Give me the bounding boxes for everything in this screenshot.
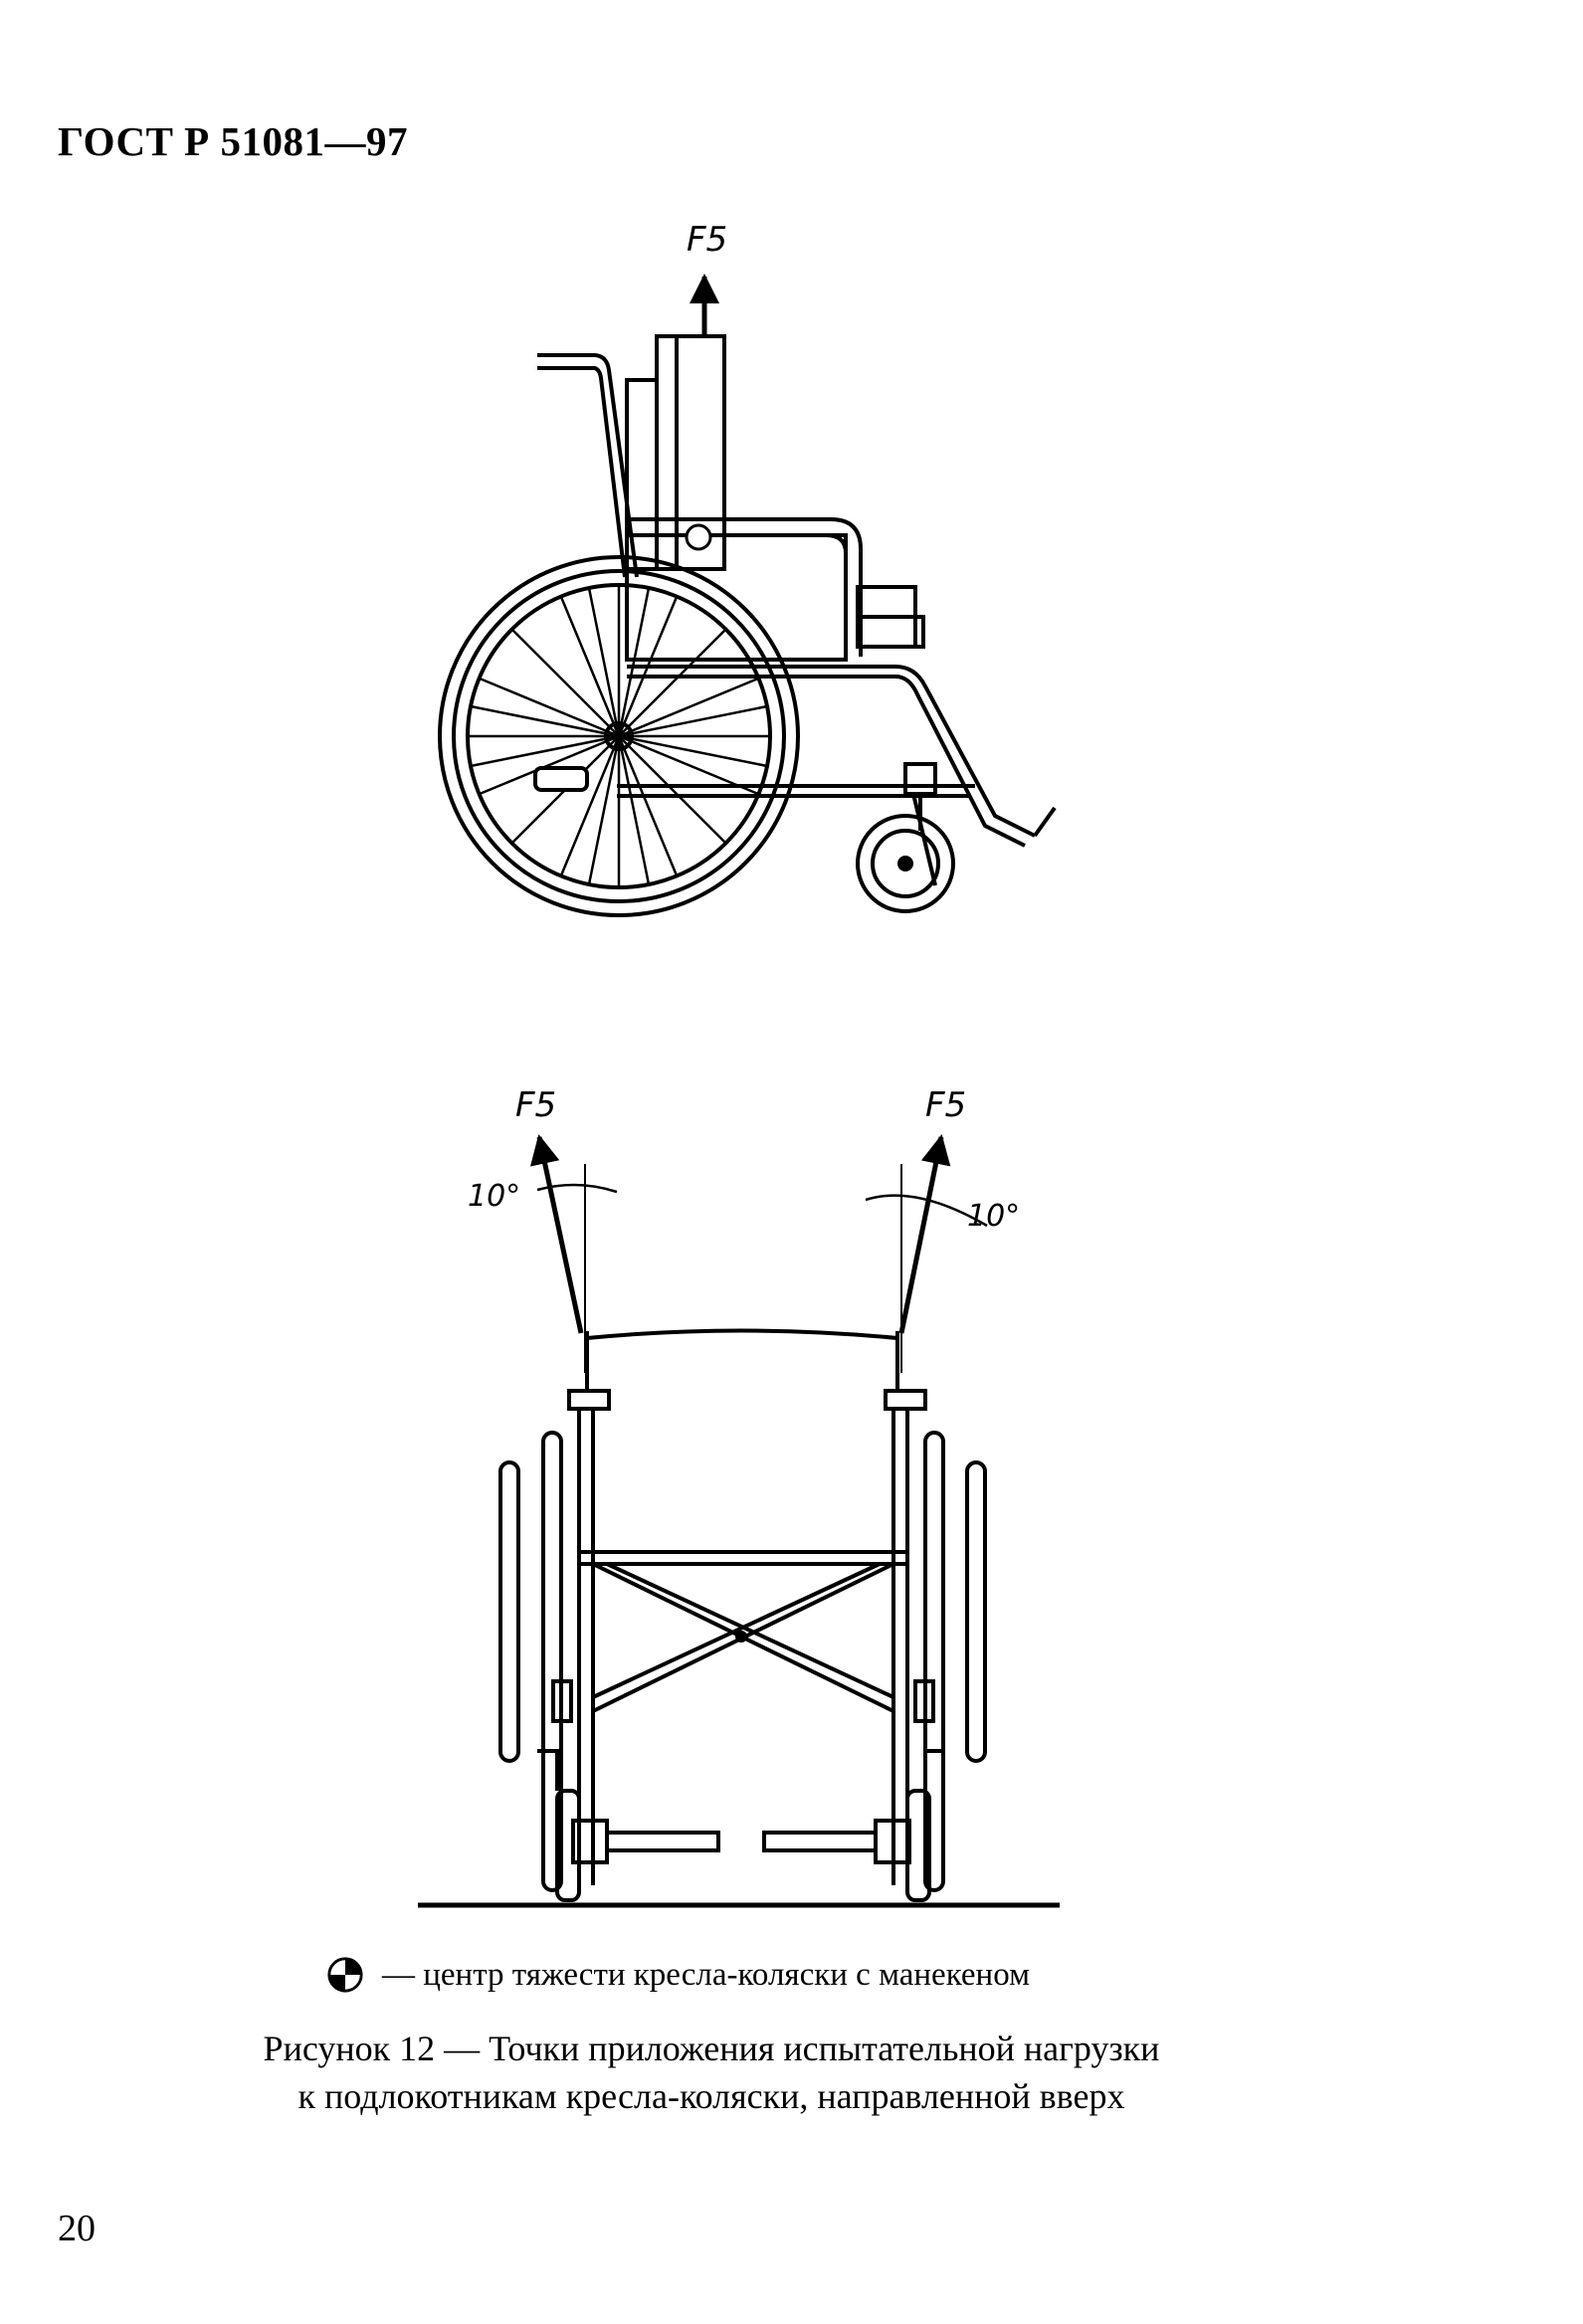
force-label-right: F5 <box>925 1085 966 1125</box>
caption-line-2: к подлокотникам кресла-коляски, направле… <box>297 2076 1125 2116</box>
center-of-gravity-icon <box>327 1957 363 1993</box>
page-number: 20 <box>58 2208 96 2249</box>
legend: — центр тяжести кресла-коляски с манекен… <box>326 1956 1030 1994</box>
document-header: ГОСТ Р 51081—97 <box>58 118 408 164</box>
wheelchair-side-view <box>438 274 1057 917</box>
force-label-top: F5 <box>687 220 727 260</box>
figure-caption: Рисунок 12 — Точки приложения испытатель… <box>149 2025 1274 2120</box>
angle-label-left: 10° <box>468 1179 520 1214</box>
wheelchair-front-view <box>418 1134 1060 1908</box>
caption-line-1: Рисунок 12 — Точки приложения испытатель… <box>263 2029 1160 2068</box>
legend-text: — центр тяжести кресла-коляски с манекен… <box>382 1956 1030 1993</box>
force-label-left: F5 <box>515 1085 556 1125</box>
angle-label-right: 10° <box>967 1199 1020 1234</box>
